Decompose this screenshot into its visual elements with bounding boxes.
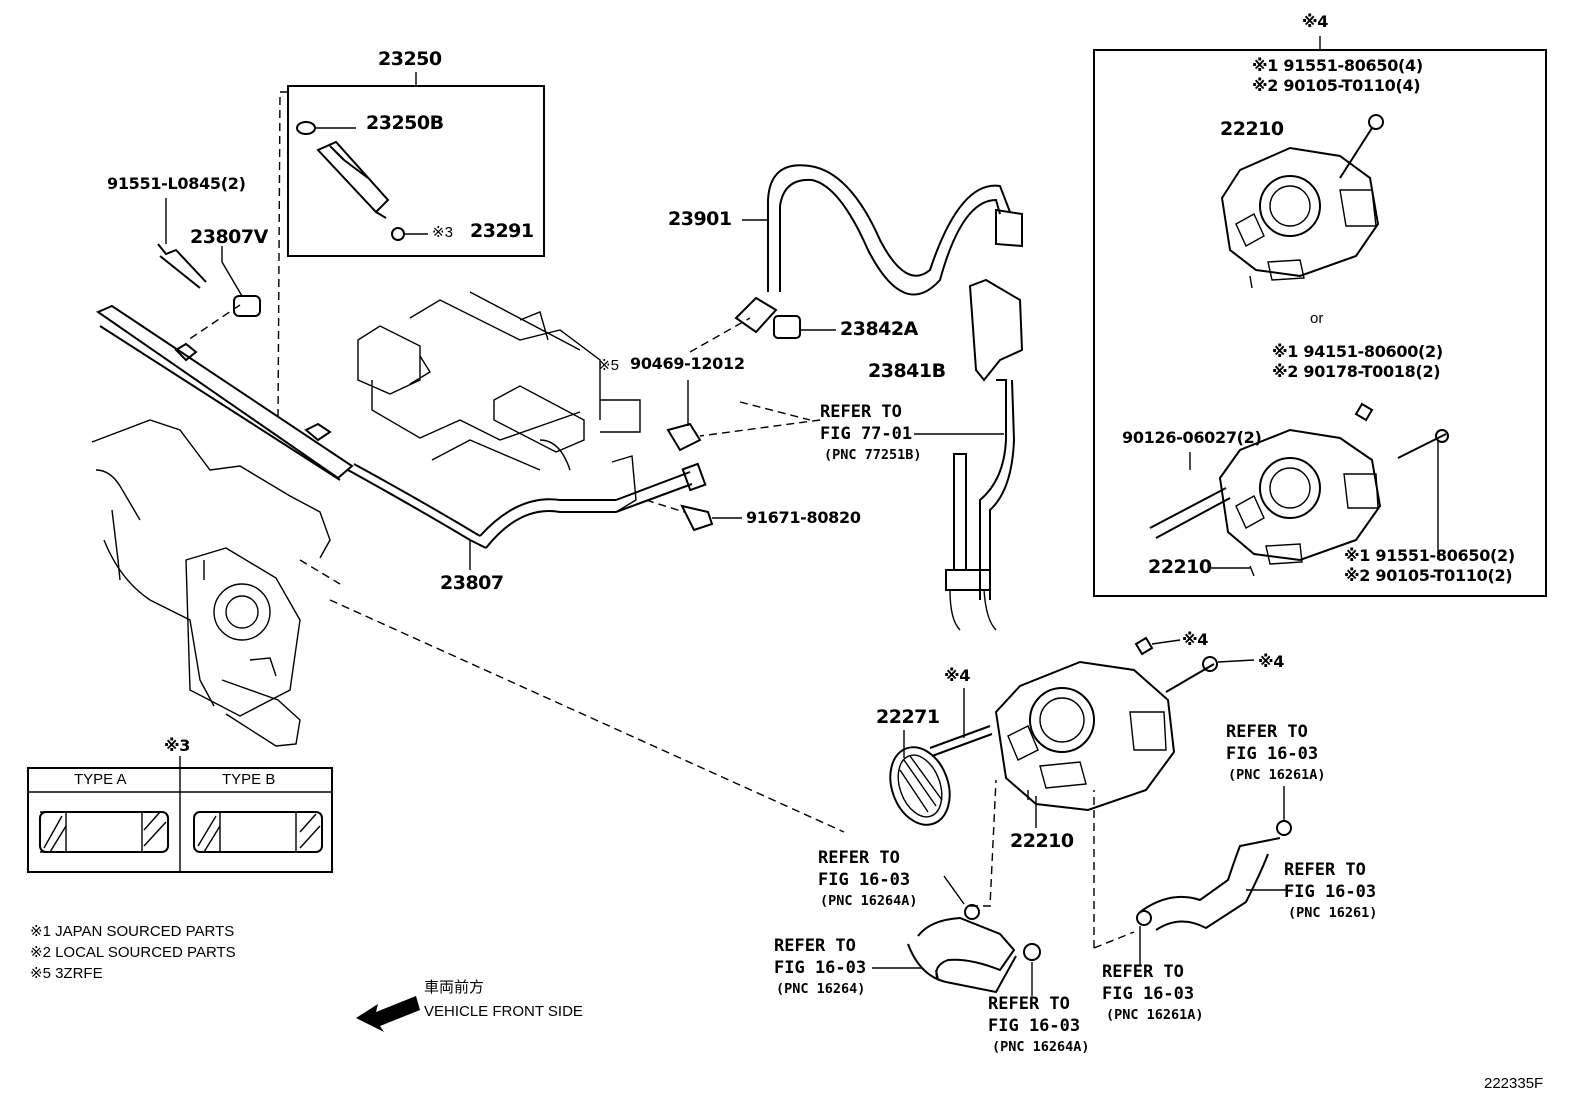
front-direction-arrow <box>356 996 420 1032</box>
refer-16264a-left-line2: FIG 16-03 <box>818 870 911 890</box>
refer-77-01-pnc: (PNC 77251B) <box>824 447 922 463</box>
refer-16261a-top-pnc: (PNC 16261A) <box>1228 767 1326 783</box>
box4-mark: ※4 <box>1302 12 1329 31</box>
note-local-sourced: ※2 LOCAL SOURCED PARTS <box>30 944 236 961</box>
refer-16261-right-pnc: (PNC 16261) <box>1288 905 1378 921</box>
refer-16261a-top-line1: REFER TO <box>1226 722 1308 742</box>
part-23841b-label: 23841B <box>868 360 946 382</box>
part-22210-box-top-label: 22210 <box>1220 118 1284 140</box>
vacuum-hose-drawing <box>734 164 1023 339</box>
box4-top-line1: ※1 91551-80650(4) <box>1252 56 1423 75</box>
refer-16264a-bottom-line1: REFER TO <box>988 994 1070 1014</box>
direction-en-label: VEHICLE FRONT SIDE <box>424 1003 583 1020</box>
refer-16261a-bottom-pnc: (PNC 16261A) <box>1106 1007 1204 1023</box>
part-23250b-label: 23250B <box>366 112 444 134</box>
fuel-rail-drawing <box>95 304 707 549</box>
figure-id: 222335F <box>1484 1075 1544 1092</box>
refer-77-01-line2: FIG 77-01 <box>820 424 913 444</box>
throttle-body-box-bottom <box>1149 402 1449 577</box>
bolt-drawing <box>157 198 207 289</box>
type-a-label: TYPE A <box>74 771 127 788</box>
throttle-body-main <box>929 636 1255 812</box>
refer-16264a-bottom-pnc: (PNC 16264A) <box>992 1039 1090 1055</box>
part-90126-label: 90126-06027(2) <box>1122 428 1262 447</box>
note-3zrfe: ※5 3ZRFE <box>30 965 103 982</box>
mark4-bolt: ※4 <box>1258 652 1285 671</box>
direction-jp-label: 車両前方 <box>424 979 485 996</box>
part-23807v-label: 23807V <box>190 226 268 248</box>
part-23901-label: 23901 <box>668 208 732 230</box>
box4-top-line2: ※2 90105-T0110(4) <box>1252 76 1421 95</box>
refer-16264a-bottom-line2: FIG 16-03 <box>988 1016 1081 1036</box>
part-23807-label: 23807 <box>440 572 504 594</box>
part-91671-label: 91671-80820 <box>746 508 861 527</box>
box4-bot-line1: ※1 91551-80650(2) <box>1344 546 1515 565</box>
bracket-hose-drawing <box>945 278 1024 631</box>
refer-16261a-top-line2: FIG 16-03 <box>1226 744 1319 764</box>
refer-16261a-bottom-line2: FIG 16-03 <box>1102 984 1195 1004</box>
note-japan-sourced: ※1 JAPAN SOURCED PARTS <box>30 923 235 940</box>
refer-16264a-left-pnc: (PNC 16264A) <box>820 893 918 909</box>
part-90469-label: 90469-12012 <box>630 354 745 373</box>
part-22210-box-bottom-label: 22210 <box>1148 556 1212 578</box>
throttle-body-box-top <box>1220 114 1384 289</box>
refer-16261-right-line2: FIG 16-03 <box>1284 882 1377 902</box>
type-table-mark: ※3 <box>164 736 191 755</box>
engine-block-sketch <box>91 419 331 747</box>
refer-16264-line1: REFER TO <box>774 936 856 956</box>
box4-bot-line2: ※2 90105-T0110(2) <box>1344 566 1513 585</box>
refer-16261-right-line1: REFER TO <box>1284 860 1366 880</box>
fuel-injector-drawing <box>296 121 428 241</box>
water-bypass-hoses <box>907 820 1292 994</box>
gasket-drawing <box>889 746 951 826</box>
mark4-nut: ※4 <box>1182 630 1209 649</box>
refer-77-01-line1: REFER TO <box>820 402 902 422</box>
part-22210-main-label: 22210 <box>1010 830 1074 852</box>
mark4-stud: ※4 <box>944 666 971 685</box>
box4-or-text: or <box>1310 310 1324 327</box>
part-23291-label: 23291 <box>470 220 534 242</box>
part-23250-label: 23250 <box>378 48 442 70</box>
part-22271-label: 22271 <box>876 706 940 728</box>
refer-16264-line2: FIG 16-03 <box>774 958 867 978</box>
part-90469-prefix: ※5 <box>598 357 619 374</box>
box4-mid-line1: ※1 94151-80600(2) <box>1272 342 1443 361</box>
box4-mid-line2: ※2 90178-T0018(2) <box>1272 362 1441 381</box>
part-23842a-label: 23842A <box>840 318 918 340</box>
refer-16264-pnc: (PNC 16264) <box>776 981 866 997</box>
refer-16261a-bottom-line1: REFER TO <box>1102 962 1184 982</box>
type-table <box>27 756 333 873</box>
type-b-label: TYPE B <box>222 771 276 788</box>
part-23291-prefix: ※3 <box>432 224 453 241</box>
part-91551-l0845-label: 91551-L0845(2) <box>107 174 246 193</box>
refer-16264a-left-line1: REFER TO <box>818 848 900 868</box>
intake-manifold-sketch <box>357 291 641 513</box>
